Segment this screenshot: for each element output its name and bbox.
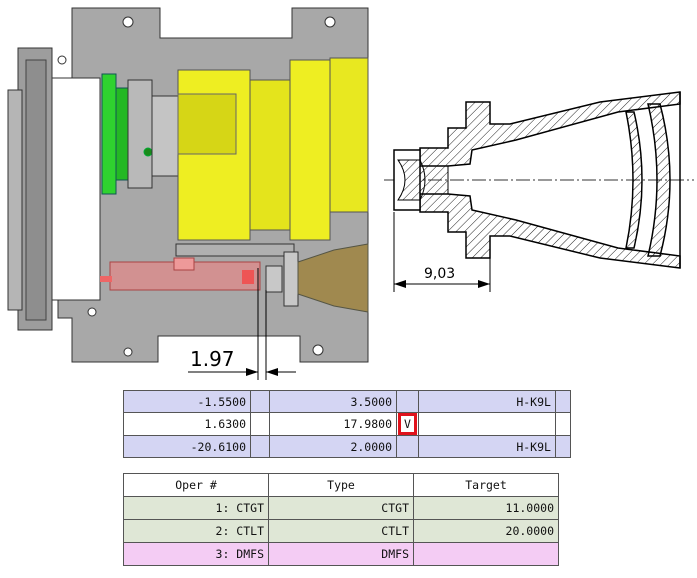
cell-type[interactable]: DMFS [268, 542, 414, 566]
cell-target[interactable]: 11.0000 [413, 496, 559, 520]
bronze-cone [265, 243, 369, 313]
cell-thickness[interactable]: 3.5000 [269, 390, 397, 413]
cell-thickness[interactable]: 2.0000 [269, 435, 397, 458]
yellow-lens-barrel [177, 57, 369, 241]
header-oper[interactable]: Oper # [123, 473, 269, 497]
mounting-hole [57, 55, 67, 65]
cell-glass[interactable] [417, 412, 556, 436]
dimension-label-left: 1.97 [190, 347, 235, 371]
variable-solve-flag[interactable]: V [398, 413, 417, 435]
dimension-1-97: 1.97 [188, 268, 296, 380]
cell-oper[interactable]: 1: CTGT [123, 496, 269, 520]
table-row: 3: DMFS DMFS [123, 542, 559, 566]
lens-cross-section: 9,03 [384, 91, 694, 292]
table-row: -20.6100 2.0000 H-K9L [123, 435, 571, 458]
cell-type[interactable]: CTGT [268, 496, 414, 520]
red-rod [100, 257, 261, 291]
header-type[interactable]: Type [268, 473, 414, 497]
cell-glass-solve[interactable] [554, 412, 571, 436]
cell-glass[interactable]: H-K9L [417, 390, 556, 413]
table-row: 1: CTGT CTGT 11.0000 [123, 496, 559, 520]
cell-radius[interactable]: -1.5500 [123, 390, 251, 413]
table-header-row: Oper # Type Target [123, 473, 559, 497]
merit-operands-table: Oper # Type Target 1: CTGT CTGT 11.0000 … [123, 473, 559, 566]
cell-radius-solve[interactable] [250, 412, 270, 436]
table-row: -1.5500 3.5000 H-K9L [123, 390, 571, 413]
table-row: 2: CTLT CTLT 20.0000 [123, 519, 559, 543]
lens-data-table: -1.5500 3.5000 H-K9L 1.6300 17.9800 V -2… [123, 390, 571, 458]
cell-thickness[interactable]: 17.9800 [269, 412, 397, 436]
green-lens-group [101, 73, 179, 195]
cell-glass-solve[interactable] [554, 390, 571, 413]
cell-radius[interactable]: -20.6100 [123, 435, 251, 458]
cell-thickness-solve[interactable] [396, 390, 419, 413]
cell-thickness-solve[interactable]: V [396, 412, 419, 436]
dimension-9-03: 9,03 [393, 212, 491, 292]
dimension-label-right: 9,03 [424, 266, 455, 282]
barrel-wall-top [419, 91, 681, 167]
cell-oper[interactable]: 2: CTLT [123, 519, 269, 543]
rear-lens-2 [647, 103, 671, 257]
cell-radius[interactable]: 1.6300 [123, 412, 251, 436]
cell-target[interactable] [413, 542, 559, 566]
cell-oper[interactable]: 3: DMFS [123, 542, 269, 566]
cell-glass[interactable]: H-K9L [417, 435, 556, 458]
cell-target[interactable]: 20.0000 [413, 519, 559, 543]
cad-drawing: 1.97 9,03 [7, 7, 694, 380]
cell-glass-solve[interactable] [554, 435, 571, 458]
cell-radius-solve[interactable] [250, 390, 270, 413]
cell-radius-solve[interactable] [250, 435, 270, 458]
cell-thickness-solve[interactable] [396, 435, 419, 458]
header-target[interactable]: Target [413, 473, 559, 497]
barrel-wall-bottom [419, 193, 681, 269]
mechanical-assembly-section: 1.97 [7, 7, 369, 380]
cell-type[interactable]: CTLT [268, 519, 414, 543]
table-row: 1.6300 17.9800 V [123, 412, 571, 436]
rear-lens-1 [625, 111, 643, 249]
